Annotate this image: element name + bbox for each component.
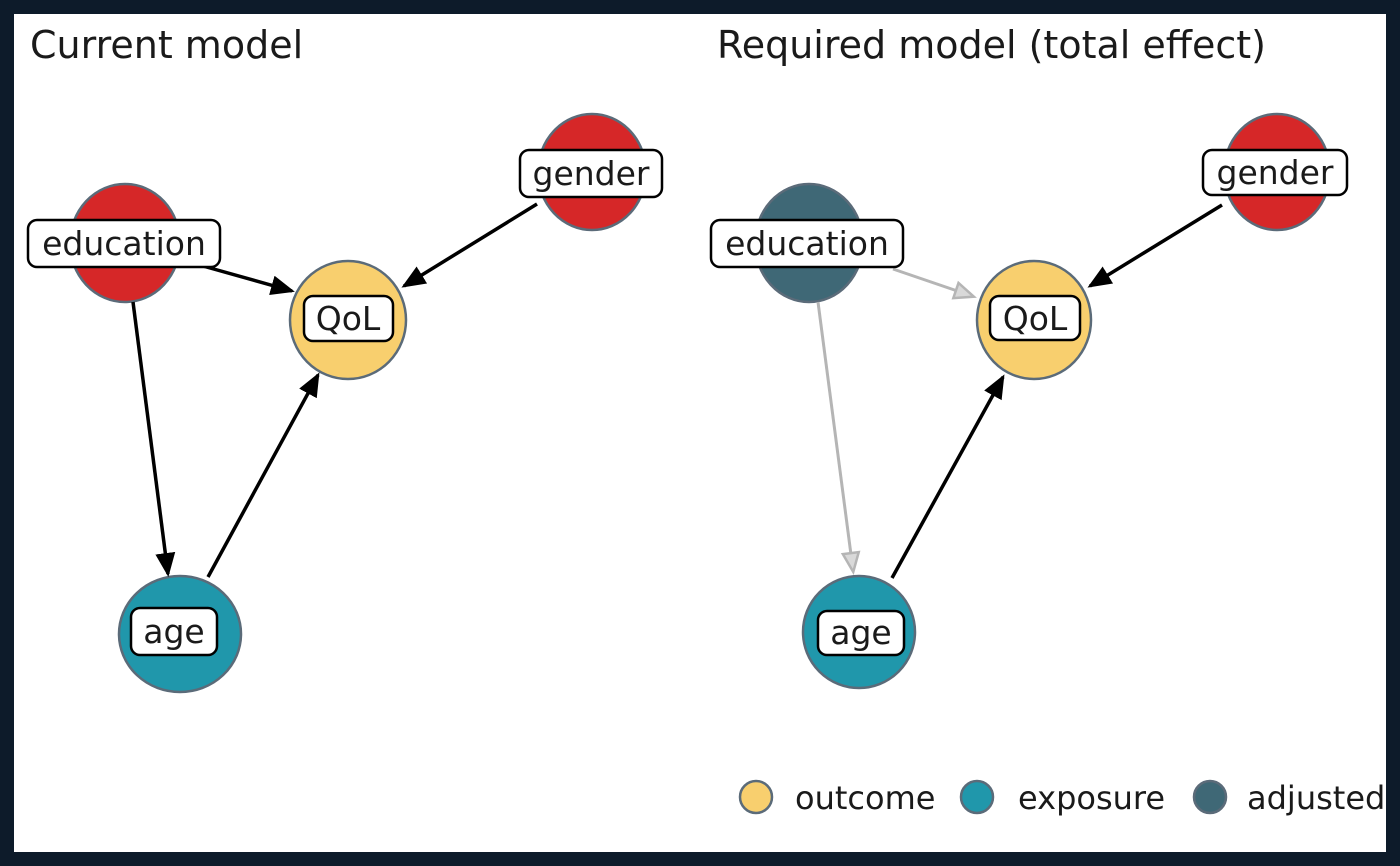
node-label-text: education xyxy=(42,224,206,263)
node-label-box xyxy=(518,148,664,199)
legend-swatch-adjusted xyxy=(1192,779,1228,815)
legend-item-outcome: outcome xyxy=(738,779,935,817)
node-label-box xyxy=(988,294,1082,342)
node-qol-label: QoL xyxy=(988,294,1082,342)
node-label-box xyxy=(302,294,395,343)
node-education-label: education xyxy=(26,218,222,269)
node-label-text: QoL xyxy=(316,299,381,338)
legend-label-outcome: outcome xyxy=(795,779,935,817)
node-label-text: gender xyxy=(1217,153,1334,192)
legend: outcome exposure adjusted xyxy=(738,779,1385,817)
node-label-box xyxy=(26,218,222,269)
node-gender-label: gender xyxy=(1201,148,1349,197)
edge-education-to-age xyxy=(131,301,176,577)
legend-swatch-exposure xyxy=(959,779,995,815)
edge-gender-to-qol xyxy=(1087,203,1223,288)
node-label-box xyxy=(709,218,905,269)
edge-education-to-age-biasing xyxy=(816,301,861,576)
node-label-text: education xyxy=(725,224,889,263)
node-label-text: age xyxy=(143,612,204,651)
legend-swatch-outcome xyxy=(738,779,774,815)
panel-current-model: Current model education gender QoL age xyxy=(26,23,664,694)
node-label-box xyxy=(129,606,219,657)
panel-required-model: Required model (total effect) education … xyxy=(709,23,1349,690)
node-label-box xyxy=(816,609,906,657)
node-gender-label: gender xyxy=(518,148,664,199)
legend-item-adjusted: adjusted xyxy=(1192,779,1385,817)
node-age-label: age xyxy=(816,609,906,657)
edge-age-to-qol xyxy=(890,374,1005,579)
node-label-text: gender xyxy=(533,154,650,193)
legend-label-adjusted: adjusted xyxy=(1247,779,1385,817)
panel-title: Current model xyxy=(30,23,303,67)
node-label-text: age xyxy=(830,613,891,652)
node-education-label: education xyxy=(709,218,905,269)
edge-education-to-qol-biasing xyxy=(892,267,977,300)
node-qol-label: QoL xyxy=(302,294,395,343)
edge-age-to-qol xyxy=(206,372,320,578)
panel-title: Required model (total effect) xyxy=(717,23,1266,67)
edge-education-to-qol xyxy=(202,264,295,295)
legend-item-exposure: exposure xyxy=(959,779,1165,817)
legend-label-exposure: exposure xyxy=(1018,779,1165,817)
node-age-label: age xyxy=(129,606,219,657)
node-label-text: QoL xyxy=(1003,299,1068,338)
node-label-box xyxy=(1201,148,1349,197)
edge-gender-to-qol xyxy=(401,202,538,288)
